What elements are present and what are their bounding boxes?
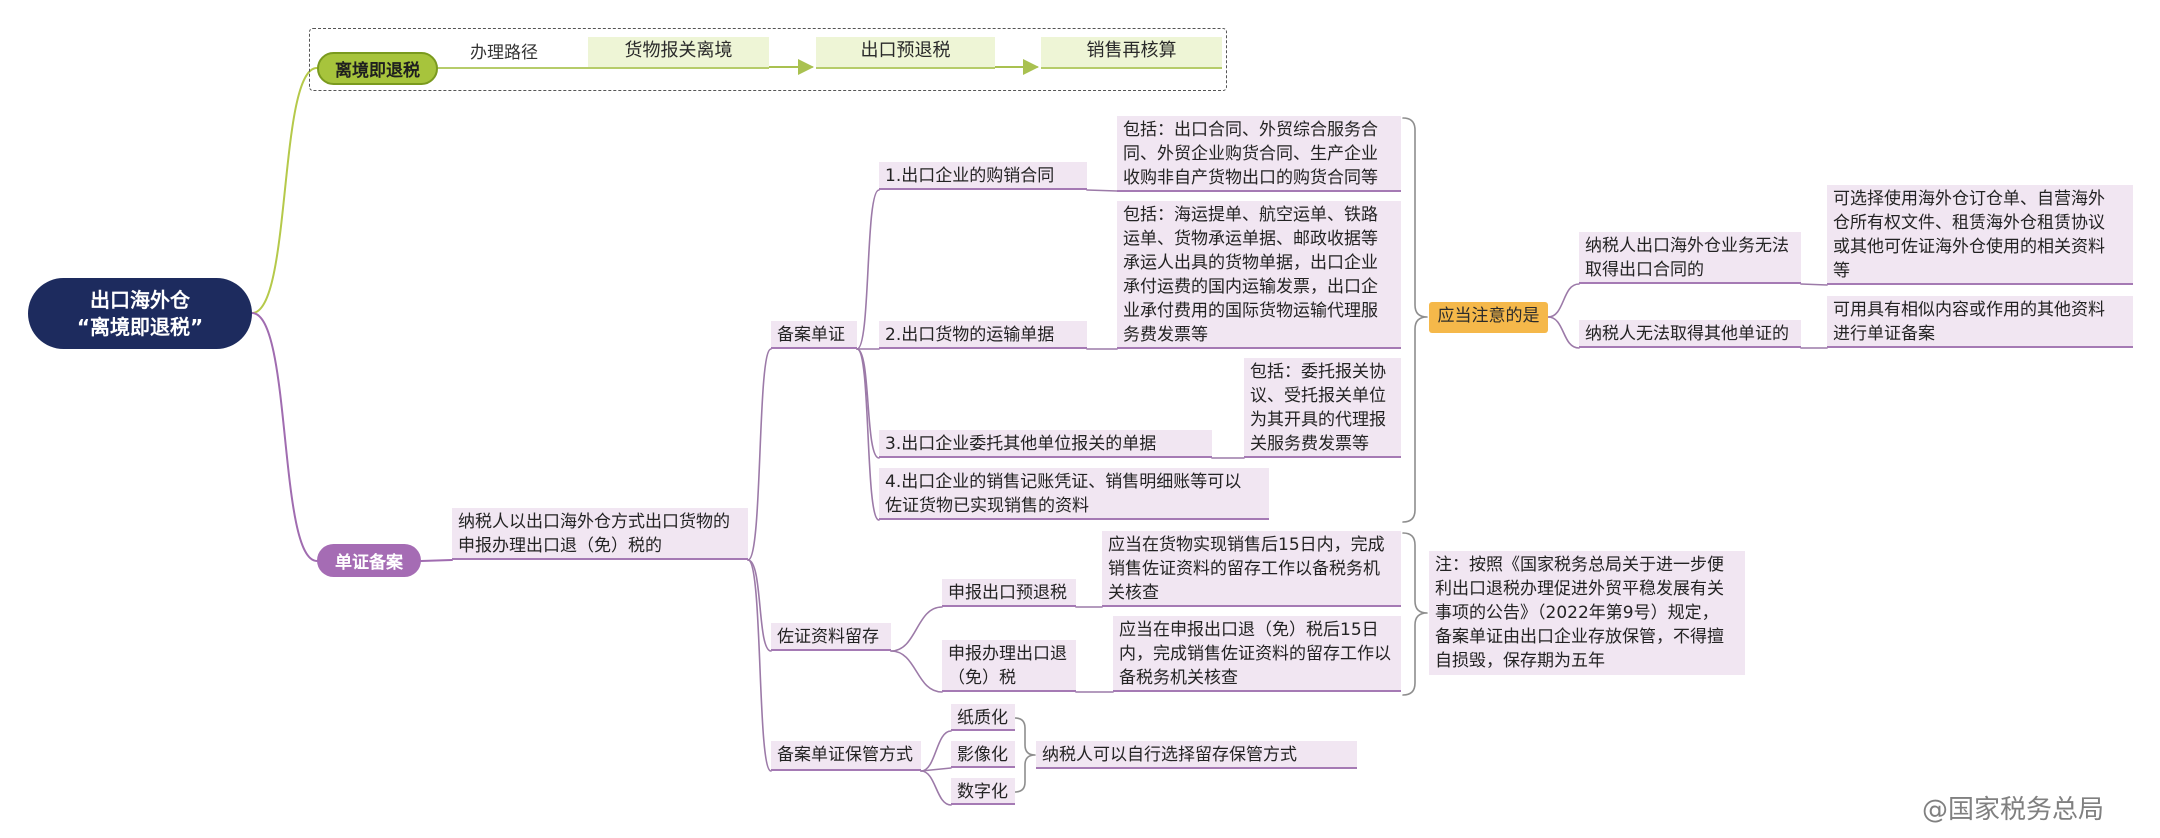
storage-option: 数字化 [951, 778, 1015, 805]
connector-line [920, 767, 952, 772]
storage-detail: 纳税人可以自行选择留存保管方式 [1036, 741, 1357, 769]
notice-case: 纳税人出口海外仓业务无法 取得出口合同的 [1579, 232, 1801, 284]
retention-item-detail: 应当在申报出口退（免）税后15日 内，完成销售佐证资料的留存工作以 备税务机关核… [1113, 616, 1401, 692]
retention-note: 注：按照《国家税务总局关于进一步便 利出口退税办理促进外贸平稳发展有关 事项的公… [1429, 551, 1745, 675]
filing-item-detail: 包括：出口合同、外贸综合服务合 同、外贸企业购货合同、生产企业 收购非自产货物出… [1117, 116, 1401, 192]
connector-line [251, 312, 318, 562]
root-node: 出口海外仓 “离境即退税” [28, 278, 252, 349]
connector-line [856, 348, 880, 521]
notice-case-detail: 可选择使用海外仓订仓单、自营海外 仓所有权文件、租赁海外仓租赁协议 或其他可佐证… [1827, 185, 2133, 285]
notice-node: 应当注意的是 [1429, 302, 1548, 333]
connector-line [920, 770, 952, 806]
connector-line [890, 606, 943, 652]
connector-line [747, 559, 772, 652]
watermark: @国家税务总局 [1922, 795, 2105, 825]
connector-line [251, 67, 318, 314]
bracket-line [1402, 532, 1428, 696]
bracket-line [1402, 117, 1428, 523]
filing-item: 4.出口企业的销售记账凭证、销售明细账等可以 佐证货物已实现销售的资料 [879, 468, 1269, 520]
step-node: 销售再核算 [1041, 37, 1222, 69]
retention-item: 申报办理出口退 （免）税 [942, 640, 1076, 692]
bracket-line [1014, 717, 1036, 793]
docs-branch-node: 单证备案 [317, 544, 421, 577]
filing-item: 2.出口货物的运输单据 [879, 321, 1087, 349]
connector-line [1547, 283, 1580, 318]
step-node: 出口预退税 [816, 37, 995, 69]
retention-node: 佐证资料留存 [771, 623, 891, 651]
filing-item-detail: 包括：海运提单、航空运单、铁路 运单、货物承运单据、邮政收据等 承运人出具的货物… [1117, 201, 1401, 349]
connector-line [1800, 283, 1828, 286]
filing-item-detail: 包括：委托报关协 议、受托报关单位 为其开具的代理报 关服务费发票等 [1244, 358, 1401, 458]
connector-line [747, 559, 772, 772]
retention-item: 申报出口预退税 [942, 579, 1076, 607]
notice-case: 纳税人无法取得其他单证的 [1579, 320, 1801, 348]
connector-line [1547, 316, 1580, 349]
filing-item: 3.出口企业委托其他单位报关的单据 [879, 430, 1212, 458]
path-label: 办理路径 [470, 43, 538, 63]
connector-line [1086, 189, 1118, 192]
filing-node: 备案单证 [771, 321, 857, 349]
connector-line [920, 730, 952, 772]
notice-case-detail: 可用具有相似内容或作用的其他资料 进行单证备案 [1827, 296, 2133, 348]
connector-line [890, 650, 943, 693]
filing-item: 1.出口企业的购销合同 [879, 162, 1087, 190]
connector-line [856, 189, 880, 350]
exit-branch-frame [309, 28, 1227, 91]
step-node: 货物报关离境 [588, 37, 769, 69]
storage-option: 影像化 [951, 741, 1015, 768]
connector-line [420, 559, 453, 562]
exit-branch-node: 离境即退税 [317, 52, 438, 85]
storage-option: 纸质化 [951, 704, 1015, 731]
scope-node: 纳税人以出口海外仓方式出口货物的 申报办理出口退（免）税的 [452, 508, 748, 560]
retention-item-detail: 应当在货物实现销售后15日内，完成 销售佐证资料的留存工作以备税务机 关核查 [1102, 531, 1401, 607]
storage-node: 备案单证保管方式 [771, 741, 921, 771]
connector-line [747, 348, 772, 561]
